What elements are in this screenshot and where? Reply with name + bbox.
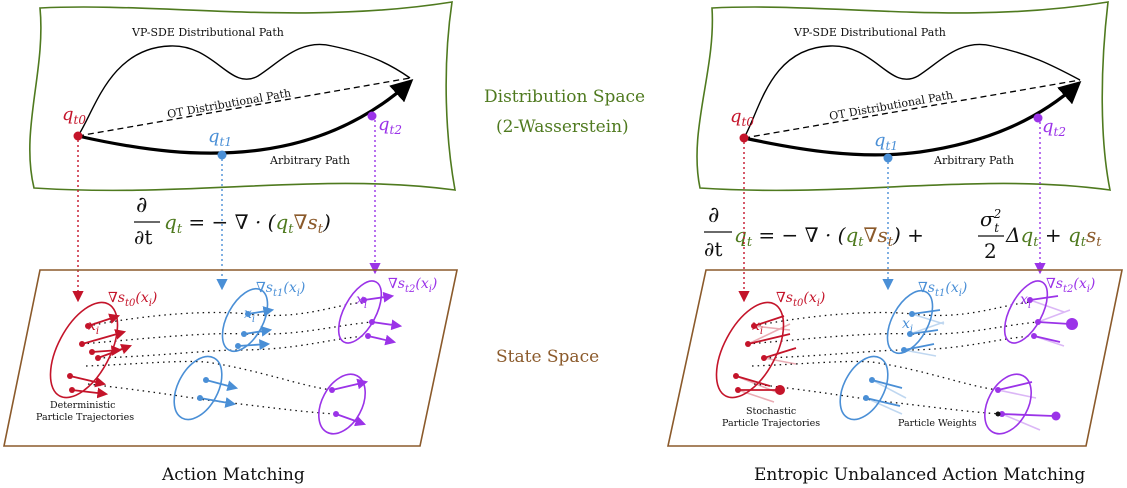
- left-q-t1-point: [217, 150, 227, 160]
- svg-text:qt = − ∇ · (qt∇st): qt = − ∇ · (qt∇st): [164, 210, 331, 237]
- right-arbitrary-path: [743, 81, 1082, 157]
- left-traj-label-1: Deterministic: [50, 400, 115, 411]
- left-equation: ∂ ∂t qt = − ∇ · (qt∇st): [134, 193, 331, 249]
- left-caption: Action Matching: [161, 465, 305, 485]
- right-xi-purple: xi: [1020, 292, 1031, 311]
- left-state-space-plane: [3, 269, 458, 447]
- left-ot-label: OT Distributional Path: [166, 86, 292, 121]
- left-grad-t2-label: ∇st2(xi): [388, 276, 437, 295]
- svg-text:2: 2: [984, 239, 997, 263]
- left-arbitrary-path: [77, 79, 414, 155]
- left-red-particles: [49, 301, 133, 399]
- left-q-t2-label: qt2: [378, 114, 402, 137]
- left-traj-label-2: Particle Trajectories: [36, 412, 134, 423]
- left-ot-path: [77, 77, 411, 137]
- left-distribution-sheet: [29, 1, 456, 192]
- svg-text:∂t: ∂t: [704, 237, 722, 261]
- svg-text:σ2t: σ2t: [980, 207, 1001, 235]
- right-grad-t0-label: ∇st0(xi): [776, 290, 825, 309]
- left-panel: VP-SDE Distributional Path OT Distributi…: [3, 1, 458, 485]
- right-purple-particles: [984, 280, 1078, 435]
- state-space-label: State Space: [496, 347, 599, 367]
- right-xi-red: xi: [752, 318, 763, 337]
- right-vp-sde-label: VP-SDE Distributional Path: [793, 26, 946, 39]
- left-grad-t1-label: ∇st1(xi): [256, 280, 305, 299]
- right-red-particles: [715, 301, 797, 403]
- left-q-t1-label: qt1: [208, 126, 232, 149]
- left-grad-t0-label: ∇st0(xi): [108, 290, 157, 309]
- svg-text:∂: ∂: [136, 193, 147, 218]
- right-state-space-plane: [667, 269, 1123, 447]
- left-xi-purple: xi: [356, 292, 367, 311]
- right-weights-label: Particle Weights: [898, 418, 977, 429]
- right-q-t0-label: qt0: [730, 106, 754, 129]
- right-grad-t2-label: ∇st2(xi): [1046, 276, 1095, 295]
- svg-text:∂t: ∂t: [134, 225, 152, 249]
- left-q-t0-point: [73, 131, 83, 141]
- left-xi-red: xi: [88, 318, 99, 337]
- left-q-t2-point: [367, 111, 377, 121]
- right-panel: VP-SDE Distributional Path OT Distributi…: [667, 1, 1123, 485]
- right-q-t1-point: [883, 153, 893, 163]
- right-grad-t1-label: ∇st1(xi): [918, 280, 967, 299]
- right-distribution-sheet: [696, 1, 1112, 192]
- right-vp-sde-path: [743, 43, 1081, 139]
- svg-text:qt = − ∇ · (qt∇st) +: qt = − ∇ · (qt∇st) +: [734, 223, 924, 250]
- right-traj-label-1: Stochastic: [746, 406, 796, 417]
- left-q-t0-label: qt0: [62, 104, 86, 127]
- right-q-t1-label: qt1: [874, 130, 898, 153]
- left-arbitrary-label: Arbitrary Path: [269, 154, 350, 167]
- right-q-t2-label: qt2: [1042, 116, 1066, 139]
- right-ot-path: [743, 79, 1081, 139]
- distribution-space-label: Distribution Space: [484, 87, 645, 107]
- left-blue-particles: [173, 288, 275, 421]
- svg-text:Δqt + qtst: Δqt + qtst: [1005, 223, 1102, 250]
- left-xi-blue: xi: [244, 306, 255, 325]
- right-trajectories: [747, 301, 1039, 415]
- left-vp-sde-label: VP-SDE Distributional Path: [131, 26, 284, 39]
- right-caption: Entropic Unbalanced Action Matching: [754, 465, 1085, 485]
- right-ot-label: OT Distributional Path: [828, 88, 954, 123]
- left-purple-particles: [318, 280, 403, 435]
- left-trajectories: [81, 301, 373, 415]
- right-arbitrary-label: Arbitrary Path: [933, 154, 1014, 167]
- right-xi-blue: xi: [902, 316, 913, 335]
- svg-text:∂: ∂: [708, 203, 719, 228]
- right-q-t2-point: [1033, 113, 1043, 123]
- distribution-space-sublabel: (2-Wasserstein): [496, 117, 629, 137]
- right-traj-label-2: Particle Trajectories: [722, 418, 820, 429]
- right-q-t0-point: [739, 133, 749, 143]
- right-blue-particles: [839, 290, 945, 421]
- left-vp-sde-path: [77, 43, 411, 137]
